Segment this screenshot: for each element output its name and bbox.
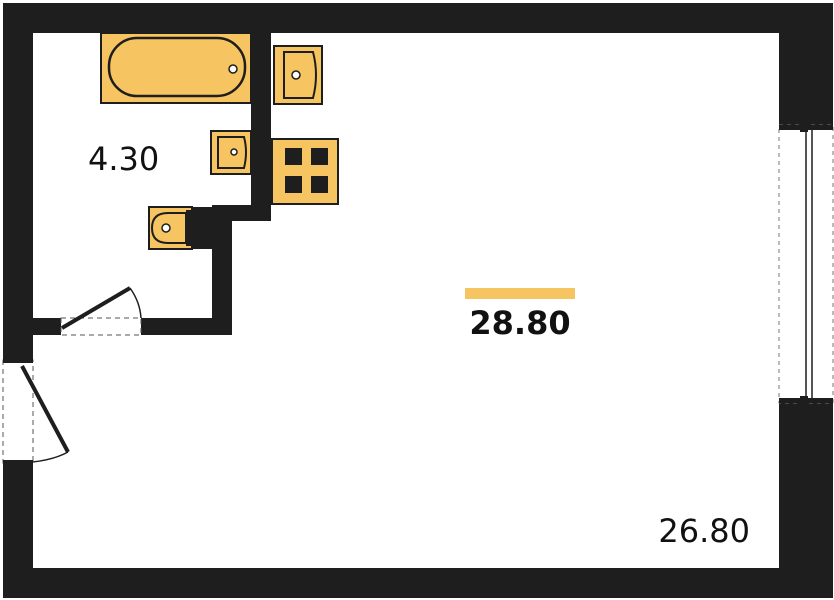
partition-bottom — [141, 318, 232, 335]
door-opening — [60, 317, 142, 336]
window-post — [800, 396, 808, 405]
room-area-living: 26.80 — [658, 512, 750, 550]
door-icon — [60, 286, 142, 336]
wall-right-upper — [779, 3, 833, 125]
door-jamb — [3, 460, 33, 468]
room-area-bathroom: 4.30 — [88, 140, 159, 178]
outer-walls — [3, 3, 833, 598]
bathtub-icon — [100, 32, 252, 104]
toilet-icon — [148, 206, 193, 250]
door-jamb — [3, 355, 33, 363]
window-icon — [778, 123, 834, 405]
window-post — [800, 123, 808, 132]
door-icon — [2, 355, 70, 468]
partition-walls — [33, 33, 271, 335]
wall-left-upper — [3, 3, 33, 360]
total-area-accent-bar — [465, 288, 575, 299]
partition-vertical — [251, 33, 271, 221]
toilet-niche — [192, 207, 214, 249]
wall-left-lower — [3, 463, 33, 598]
stove-icon — [271, 138, 339, 205]
door-swing-arc — [17, 451, 69, 464]
partition-lower — [212, 205, 232, 335]
door-swing-arc — [129, 287, 142, 319]
door-leaf — [20, 365, 70, 453]
wall-right-lower — [779, 403, 833, 598]
total-area: 28.80 — [469, 304, 570, 342]
wall-top — [3, 3, 833, 33]
partition-bottom-left — [33, 318, 61, 335]
wall-bottom — [3, 568, 833, 598]
washbasin-icon — [273, 45, 323, 105]
kitchen-sink-icon — [210, 130, 252, 175]
door-leaf — [60, 286, 132, 330]
